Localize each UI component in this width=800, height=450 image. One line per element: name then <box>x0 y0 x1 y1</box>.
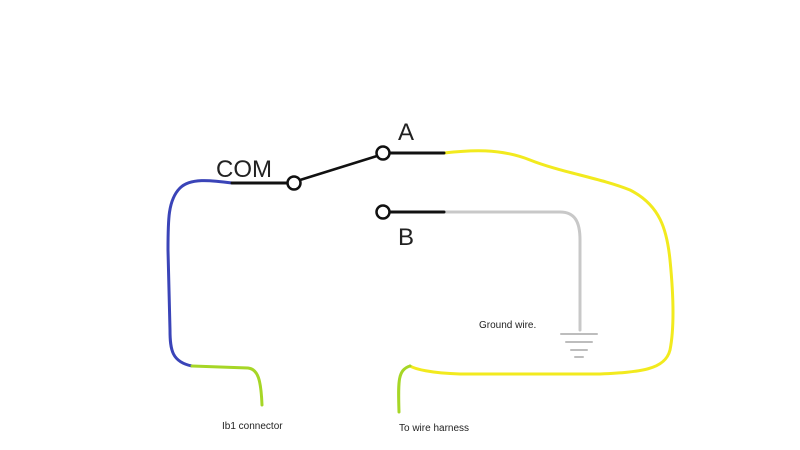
green-wire-ib1 <box>190 364 264 407</box>
blue-wire <box>166 179 234 368</box>
b-label: B <box>398 224 414 251</box>
green-wire-harness <box>397 364 412 414</box>
a-terminal <box>375 145 391 161</box>
ground-wire-label: Ground wire. <box>479 320 536 331</box>
b-terminal <box>375 204 391 220</box>
com-label: COM <box>216 156 272 183</box>
com-terminal <box>286 175 302 191</box>
a-label: A <box>398 119 414 146</box>
ib1-connector-label: Ib1 connector <box>222 421 283 432</box>
wire-harness-label: To wire harness <box>399 423 469 434</box>
switch-lever <box>298 154 379 182</box>
ground-icon <box>560 333 598 358</box>
yellow-wire <box>408 149 675 376</box>
gray-ground-wire <box>442 210 582 332</box>
